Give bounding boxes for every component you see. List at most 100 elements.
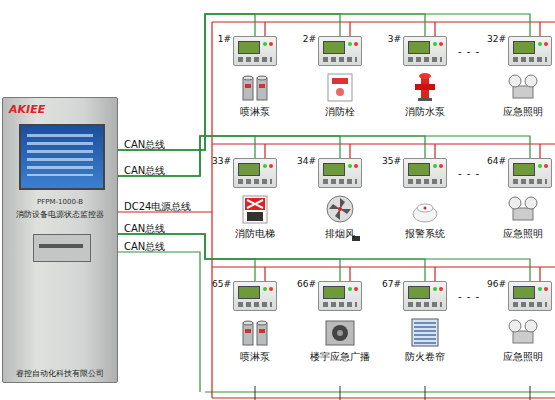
indicator-led xyxy=(433,164,437,168)
power-drop xyxy=(434,144,435,158)
equipment-illustration xyxy=(310,72,370,102)
equipment-illustration xyxy=(395,317,455,347)
equipment-illustration xyxy=(310,194,370,224)
equipment-illustration xyxy=(225,317,285,347)
equipment-illustration xyxy=(225,194,285,224)
monitor-module: 32# xyxy=(508,36,552,66)
can-bus-connector xyxy=(118,14,340,150)
screen-bars xyxy=(27,134,93,176)
power-wire xyxy=(212,397,555,398)
power-drop xyxy=(539,22,540,36)
equipment-label: 应急照明 xyxy=(503,350,543,364)
module-number: 66# xyxy=(297,279,316,289)
indicator-led xyxy=(433,287,437,291)
equipment-icon: 喷淋泵 xyxy=(225,317,285,365)
lcd-screen xyxy=(513,41,535,54)
monitor-module: 33# xyxy=(233,158,277,188)
equipment-icon: 消防水泵 xyxy=(395,72,455,120)
indicator-led xyxy=(538,42,542,46)
equipment-illustration xyxy=(493,317,553,347)
equipment-icon: 消防栓 xyxy=(310,72,370,120)
can-bus-connector xyxy=(118,234,340,281)
indicator-led xyxy=(269,42,273,46)
lcd-screen xyxy=(408,286,430,299)
power-wire xyxy=(211,22,212,398)
power-drop xyxy=(539,267,540,281)
module-number: 67# xyxy=(382,279,401,289)
company-name: 睿控自动化科技有限公司 xyxy=(3,368,117,379)
lcd-screen xyxy=(323,41,345,54)
device-name: 消防设备电源状态监控器 xyxy=(3,209,117,220)
indicator-led xyxy=(544,42,548,46)
monitor-module: 2# xyxy=(318,36,362,66)
monitor-module: 67# xyxy=(403,281,447,311)
equipment-illustration xyxy=(310,317,370,347)
can-wires xyxy=(118,252,555,392)
module-number: 3# xyxy=(388,34,401,44)
indicator-led xyxy=(439,287,443,291)
equipment-icon: 应急照明 xyxy=(493,72,553,120)
bus-drop xyxy=(255,386,256,400)
indicator-led xyxy=(433,42,437,46)
equipment-illustration xyxy=(225,72,285,102)
equipment-label: 楼宇应急广播 xyxy=(310,350,370,364)
indicator-led xyxy=(263,164,267,168)
button-row xyxy=(513,179,547,184)
equipment-label: 报警系统 xyxy=(405,227,445,241)
indicator-led xyxy=(439,42,443,46)
power-drop xyxy=(264,267,265,281)
equipment-icon: 报警系统 xyxy=(395,194,455,242)
indicator-led xyxy=(354,287,358,291)
module-number: 33# xyxy=(212,156,231,166)
ellipsis: - - - xyxy=(458,291,480,302)
lcd-screen xyxy=(323,286,345,299)
indicator-led xyxy=(348,42,352,46)
button-row xyxy=(323,302,357,307)
monitor-module: 64# xyxy=(508,158,552,188)
lcd-screen xyxy=(238,286,260,299)
equipment-illustration xyxy=(493,194,553,224)
bus-drop xyxy=(530,386,531,400)
power-drop xyxy=(264,144,265,158)
equipment-icon: 消防电梯 xyxy=(225,194,285,242)
button-row xyxy=(513,302,547,307)
lcd-screen xyxy=(408,163,430,176)
equipment-icon: 排烟风 xyxy=(310,194,370,242)
indicator-led xyxy=(354,42,358,46)
bus-drop xyxy=(425,386,426,400)
printer-panel xyxy=(33,234,91,262)
can-bus-connector xyxy=(118,14,530,150)
bus-label: CAN总线 xyxy=(124,240,165,254)
power-drop xyxy=(349,144,350,158)
printer-slot xyxy=(39,244,83,248)
indicator-led xyxy=(348,164,352,168)
equipment-label: 排烟风 xyxy=(325,227,355,241)
monitor-module: 65# xyxy=(233,281,277,311)
power-drop xyxy=(349,22,350,36)
equipment-icon: 喷淋泵 xyxy=(225,72,285,120)
indicator-led xyxy=(269,164,273,168)
power-wire xyxy=(212,143,555,144)
power-drop xyxy=(434,267,435,281)
power-drop xyxy=(539,144,540,158)
can-wire xyxy=(199,259,200,392)
button-row xyxy=(238,57,272,62)
module-number: 65# xyxy=(212,279,231,289)
button-row xyxy=(323,57,357,62)
indicator-led xyxy=(538,164,542,168)
ellipsis: - - - xyxy=(458,46,480,57)
can-bus-connector xyxy=(118,234,425,281)
button-row xyxy=(408,179,442,184)
button-row xyxy=(513,57,547,62)
equipment-label: 消防水泵 xyxy=(405,105,445,119)
monitor-module: 1# xyxy=(233,36,277,66)
indicator-led xyxy=(439,164,443,168)
equipment-label: 喷淋泵 xyxy=(240,350,270,364)
power-wire xyxy=(212,21,555,22)
button-row xyxy=(323,179,357,184)
equipment-icon: 楼宇应急广播 xyxy=(310,317,370,365)
power-wires xyxy=(118,22,555,398)
indicator-led xyxy=(263,42,267,46)
button-row xyxy=(238,179,272,184)
monitor-module: 66# xyxy=(318,281,362,311)
